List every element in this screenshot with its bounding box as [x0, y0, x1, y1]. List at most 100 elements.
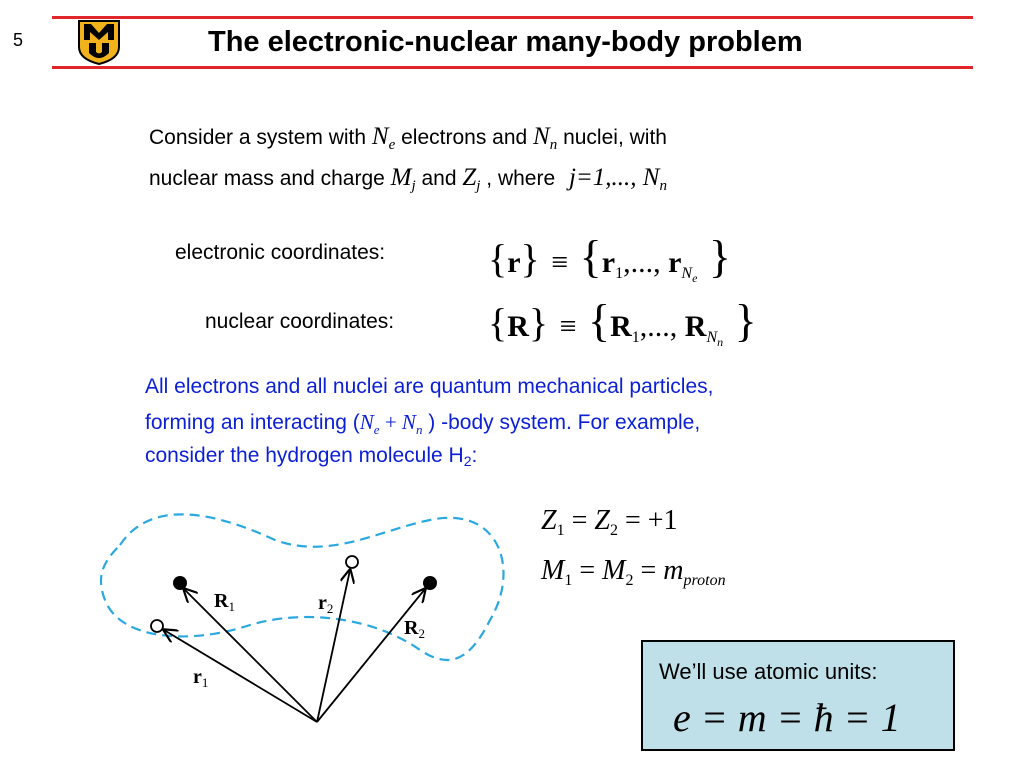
- symbol-Zj-sub: j: [476, 178, 481, 194]
- intro-text: electrons and: [395, 126, 534, 149]
- label-R1: R1: [214, 590, 235, 615]
- blue-text: ) -body system. For example,: [422, 411, 701, 434]
- brace-open: {: [588, 295, 611, 346]
- symbol-rNe: r: [668, 246, 682, 279]
- atomic-units-formula: e = m = ħ = 1: [673, 695, 901, 740]
- blue-text: consider the hydrogen molecule H: [145, 444, 464, 467]
- sub-n: n: [717, 335, 724, 349]
- symbol-R1: R: [610, 310, 632, 343]
- blue-line-2: forming an interacting (Ne + Nn ) -body …: [145, 403, 700, 449]
- symbol-r1: r: [601, 246, 616, 279]
- electronic-coordinates-formula: {r} ≡ {r1,..., rNe }: [488, 230, 731, 286]
- atomic-units-caption: We’ll use atomic units:: [659, 659, 878, 684]
- sub-2: 2: [609, 522, 618, 539]
- header-top-rule: [52, 16, 973, 19]
- equals: =: [633, 555, 664, 586]
- symbol-Ne-sub: e: [388, 137, 396, 153]
- label-r2: r2: [318, 592, 333, 617]
- nuclear-coordinates-label: nuclear coordinates:: [205, 310, 395, 333]
- symbol-Ne: N: [371, 123, 389, 150]
- sub-2: 2: [625, 572, 634, 589]
- charge-equation: Z1 = Z2 = +1: [541, 505, 678, 540]
- sub-N: N: [681, 265, 693, 282]
- intro-text: nuclear mass and charge: [149, 167, 391, 190]
- brace-open: {: [579, 231, 602, 282]
- nucleus-1: [173, 576, 187, 590]
- j-range-sub: n: [659, 178, 667, 194]
- j-range: j=1,..., N: [568, 164, 660, 191]
- sub-1: 1: [564, 572, 573, 589]
- intro-text: Consider a system with: [149, 126, 372, 149]
- brace-open: {: [488, 300, 508, 345]
- blue-text: forming an interacting (: [145, 411, 360, 434]
- symbol-Nn: N: [533, 123, 550, 150]
- equals: =: [564, 505, 595, 536]
- label-r1: r1: [193, 666, 208, 691]
- sub-e: e: [692, 271, 698, 285]
- header-bottom-rule: [52, 66, 973, 69]
- symbol-M2: M: [602, 555, 626, 586]
- vector-R1: [184, 589, 318, 723]
- brace-close: }: [708, 231, 731, 282]
- equiv-symbol: ≡: [551, 246, 569, 279]
- blue-text: :: [471, 444, 478, 467]
- plus-symbol: +: [379, 410, 402, 434]
- blue-line-1: All electrons and all nuclei are quantum…: [145, 375, 714, 398]
- dots: ,...,: [639, 310, 678, 343]
- sub-proton: proton: [683, 572, 726, 589]
- symbol-m: m: [663, 555, 684, 586]
- hydrogen-molecule-diagram: [100, 513, 505, 723]
- intro-text: and: [415, 167, 463, 190]
- sub-1: 1: [631, 329, 640, 346]
- symbol-RNn: R: [684, 310, 707, 343]
- nucleus-2: [423, 576, 437, 590]
- slide-number: 5: [13, 30, 24, 50]
- intro-text: , where: [480, 167, 561, 190]
- mass-equation: M1 = M2 = mproton: [541, 555, 726, 590]
- electron-2: [345, 555, 359, 569]
- label-R1-symbol: R: [214, 590, 229, 612]
- label-r2-sub: 2: [326, 601, 334, 616]
- electronic-coordinates-label: electronic coordinates:: [175, 241, 386, 264]
- brace-close: }: [528, 300, 549, 345]
- sub-N: N: [706, 329, 718, 346]
- equiv-symbol: ≡: [559, 310, 577, 343]
- symbol-R: R: [507, 310, 529, 343]
- symbol-Ne-sub: e: [373, 422, 380, 437]
- vector-r2: [316, 570, 350, 723]
- vector-R2: [316, 589, 425, 723]
- symbol-Nn-sub: n: [549, 137, 558, 153]
- h2-subscript: 2: [463, 453, 472, 469]
- label-R2: R2: [404, 617, 425, 642]
- label-R1-sub: 1: [228, 599, 235, 614]
- symbol-Mj-sub: j: [411, 178, 416, 194]
- label-r1-symbol: r: [193, 666, 202, 688]
- dots: ,...,: [623, 246, 661, 279]
- slide-title: The electronic-nuclear many-body problem: [208, 26, 803, 58]
- symbol-Nn-sub: n: [415, 422, 423, 437]
- university-logo: [78, 20, 120, 65]
- sub-1: 1: [615, 265, 624, 282]
- symbol-r: r: [507, 246, 521, 279]
- brace-close: }: [520, 236, 540, 281]
- symbol-Z2: Z: [594, 505, 610, 536]
- symbol-Nn: N: [401, 410, 416, 434]
- symbol-Zj: Z: [462, 164, 477, 191]
- intro-text: nuclei, with: [557, 126, 667, 149]
- electron-cloud-outline: [100, 513, 505, 662]
- symbol-Mj: M: [390, 164, 412, 191]
- label-r1-sub: 1: [201, 675, 209, 690]
- electron-1: [150, 619, 164, 633]
- brace-close: }: [734, 295, 757, 346]
- equals-plus-one: = +1: [617, 505, 678, 536]
- label-r2-symbol: r: [318, 592, 327, 614]
- blue-line-3: consider the hydrogen molecule H2:: [145, 437, 477, 480]
- atomic-units-box: We’ll use atomic units: e = m = ħ = 1: [641, 640, 955, 751]
- equals: =: [572, 555, 603, 586]
- nuclear-coordinates-formula: {R} ≡ {R1,..., RNn }: [488, 294, 757, 350]
- symbol-Ne: N: [359, 410, 374, 434]
- intro-line-2: nuclear mass and charge Mj and Zj , wher…: [149, 159, 667, 205]
- symbol-Z1: Z: [541, 505, 557, 536]
- intro-line-1: Consider a system with Ne electrons and …: [149, 118, 667, 164]
- symbol-M1: M: [541, 555, 565, 586]
